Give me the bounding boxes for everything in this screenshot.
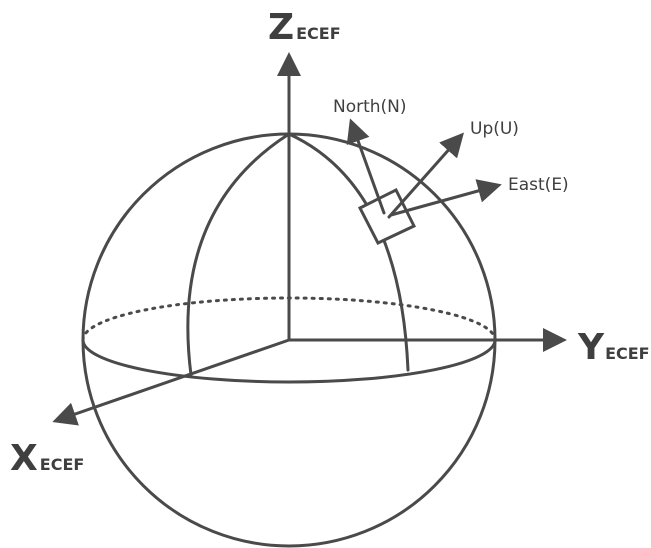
up-arrow	[387, 132, 464, 219]
east-label: East(E)	[508, 175, 569, 195]
meridian-right	[287, 132, 410, 372]
x-axis-main: X	[10, 438, 38, 479]
up-label: Up(U)	[470, 119, 519, 139]
x-axis-sub: ECEF	[40, 455, 85, 474]
east-arrow	[389, 179, 502, 217]
y-axis-sub: ECEF	[605, 344, 650, 363]
y-axis-main: Y	[577, 327, 605, 368]
x-axis	[52, 338, 291, 426]
z-axis-sub: ECEF	[296, 24, 341, 43]
z-axis-main: Z	[268, 7, 294, 48]
meridian-left	[186, 132, 291, 377]
north-arrow	[346, 118, 386, 215]
north-label: North(N)	[333, 97, 407, 117]
y-axis-label: YECEF	[577, 327, 650, 368]
equator-front	[81, 338, 497, 384]
